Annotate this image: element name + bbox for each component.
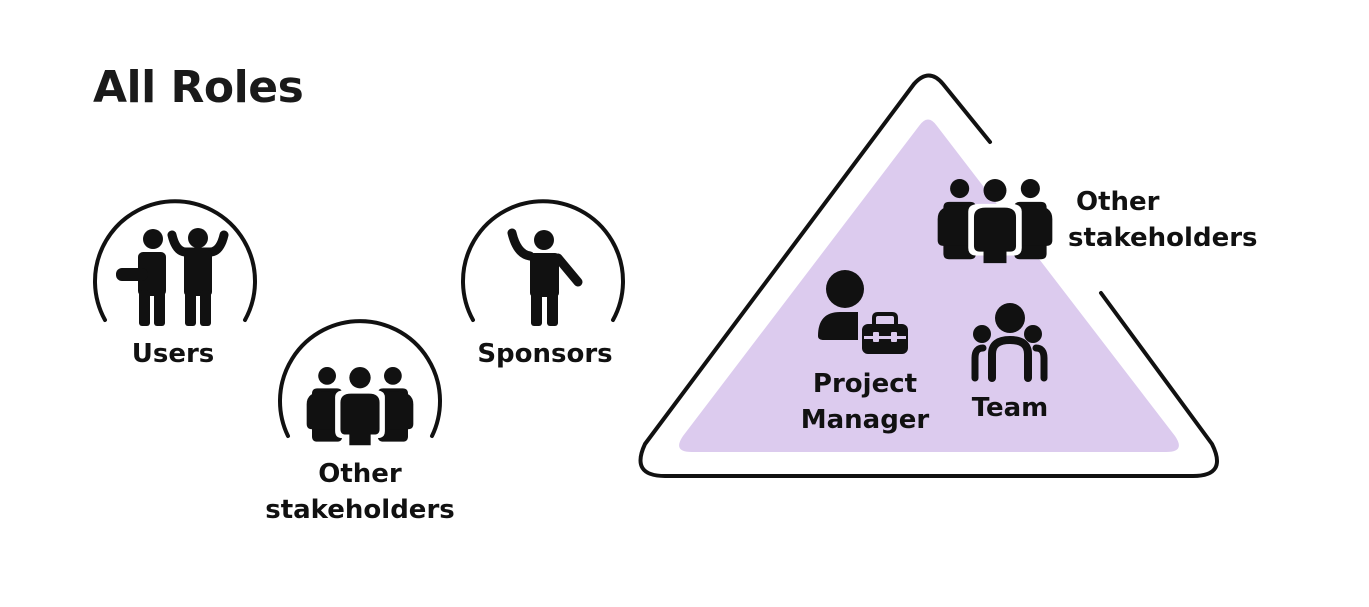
other-stakeholders-label: Other stakeholders bbox=[250, 456, 470, 528]
users-arc bbox=[93, 199, 257, 322]
project-manager-label-line1: Project bbox=[812, 369, 918, 399]
stakeholders-arc bbox=[278, 319, 442, 438]
triangle-stakeholders-label-line1: Other bbox=[1076, 187, 1160, 217]
person-briefcase-icon bbox=[818, 270, 911, 356]
other-stakeholders-role bbox=[278, 319, 442, 446]
sponsors-label-text: Sponsors bbox=[477, 339, 613, 369]
sponsors-role bbox=[461, 199, 625, 326]
other-stakeholders-label-line2: stakeholders bbox=[265, 495, 455, 525]
sponsors-arc bbox=[461, 199, 625, 322]
triangle-stakeholders-label: Other stakeholders bbox=[1068, 184, 1288, 256]
triangle-outline bbox=[638, 73, 1219, 478]
project-manager-label-line2: Manager bbox=[800, 405, 930, 435]
users-label-text: Users bbox=[131, 339, 215, 369]
users-icon bbox=[116, 228, 229, 326]
team-label-text: Team bbox=[971, 393, 1049, 423]
triangle-stakeholders-label-line2: stakeholders bbox=[1068, 223, 1258, 253]
triangle-fill bbox=[679, 119, 1179, 452]
group-icon bbox=[306, 367, 414, 446]
group-icon bbox=[937, 179, 1053, 264]
other-stakeholders-label-line1: Other bbox=[318, 459, 402, 489]
page-title: All Roles bbox=[93, 62, 304, 113]
users-role bbox=[93, 199, 257, 326]
person-waving-icon bbox=[507, 228, 583, 326]
users-label: Users bbox=[113, 336, 233, 372]
triangle-group bbox=[638, 73, 1219, 478]
sponsors-label: Sponsors bbox=[460, 336, 630, 372]
team-label: Team bbox=[955, 390, 1065, 426]
team-icon bbox=[971, 303, 1048, 382]
project-manager-label: Project Manager bbox=[785, 366, 945, 438]
